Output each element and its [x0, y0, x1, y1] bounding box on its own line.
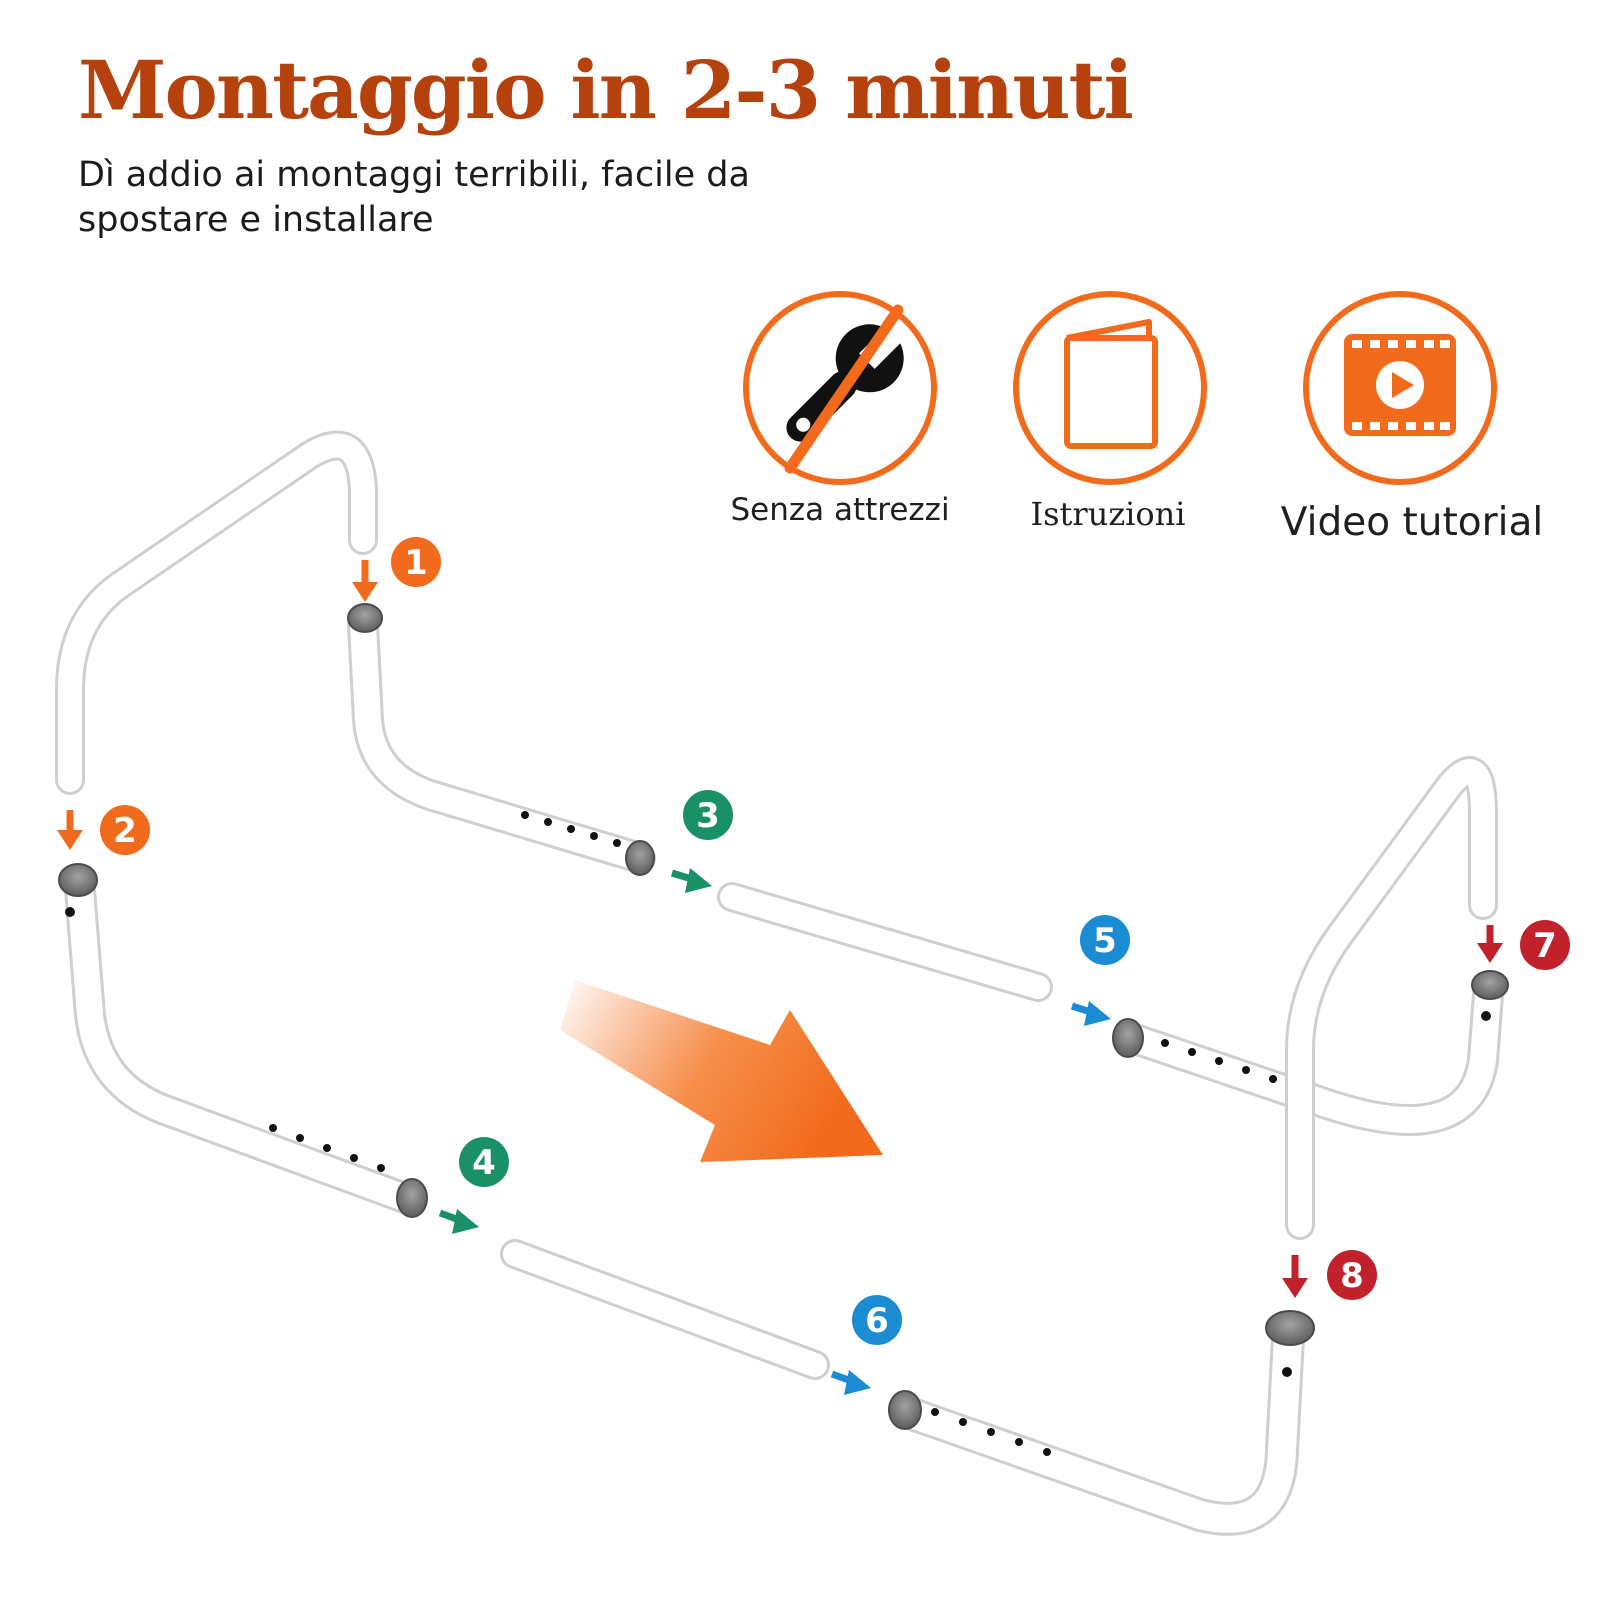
step-badge-8: 8 — [1327, 1250, 1377, 1300]
step-number: 6 — [865, 1301, 889, 1341]
feature-label-manual: Istruzioni — [1030, 495, 1186, 533]
right-handle — [1285, 756, 1498, 1240]
step-arrow — [670, 868, 712, 893]
page-title: Montaggio in 2-3 minuti — [78, 43, 1134, 137]
step-badge-circle — [100, 805, 150, 855]
step-badge-6: 6 — [852, 1295, 902, 1345]
step-arrow — [438, 1209, 479, 1234]
video-icon — [1303, 291, 1497, 485]
step-badge-5: 5 — [1080, 915, 1130, 965]
front-left-tube — [64, 874, 426, 1216]
front-right-tube — [898, 1321, 1305, 1536]
step-badge-4: 4 — [459, 1137, 509, 1187]
step-badge-circle — [391, 537, 441, 587]
tube-cap — [888, 1390, 922, 1430]
back-right-tube — [1122, 979, 1504, 1136]
step-arrow — [830, 1370, 871, 1395]
direction-arrow — [560, 980, 883, 1162]
step-arrow — [352, 560, 378, 602]
step-arrow — [57, 810, 83, 850]
tube-cap — [396, 1178, 428, 1218]
step-badge-circle — [852, 1295, 902, 1345]
step-arrow — [1477, 925, 1503, 963]
front-connector-tube — [500, 1239, 830, 1380]
tube-cap — [1265, 1310, 1315, 1346]
feature-label-video: Video tutorial — [1280, 500, 1544, 545]
back-left-tube — [347, 609, 656, 874]
step-badge-circle — [459, 1137, 509, 1187]
step-number: 3 — [696, 796, 720, 836]
step-number: 2 — [113, 811, 137, 851]
step-badge-1: 1 — [391, 537, 441, 587]
tube-cap — [1471, 970, 1509, 1000]
step-badge-3: 3 — [683, 790, 733, 840]
step-badge-circle — [1520, 920, 1570, 970]
step-badge-circle — [1327, 1250, 1377, 1300]
manual-icon — [1013, 291, 1207, 485]
back-connector-tube — [717, 882, 1053, 1002]
tube-cap — [1112, 1018, 1144, 1058]
step-number: 7 — [1533, 926, 1557, 966]
back-left-handle — [55, 430, 378, 795]
tube-cap — [58, 863, 98, 897]
step-arrow — [1070, 1001, 1111, 1026]
step-number: 8 — [1340, 1256, 1364, 1296]
tube-cap — [625, 840, 655, 876]
step-badge-circle — [1080, 915, 1130, 965]
step-badge-7: 7 — [1520, 920, 1570, 970]
feature-label-no-tools: Senza attrezzi — [730, 492, 950, 528]
page-subtitle: Dì addio ai montaggi terribili, facile d… — [78, 155, 750, 240]
no-tools-icon — [743, 291, 937, 485]
step-badge-2: 2 — [100, 805, 150, 855]
step-number: 1 — [404, 543, 428, 583]
step-arrow — [1282, 1255, 1308, 1298]
step-badge-circle — [683, 790, 733, 840]
tube-cap — [347, 603, 383, 633]
step-number: 5 — [1093, 921, 1117, 961]
step-number: 4 — [472, 1143, 496, 1183]
